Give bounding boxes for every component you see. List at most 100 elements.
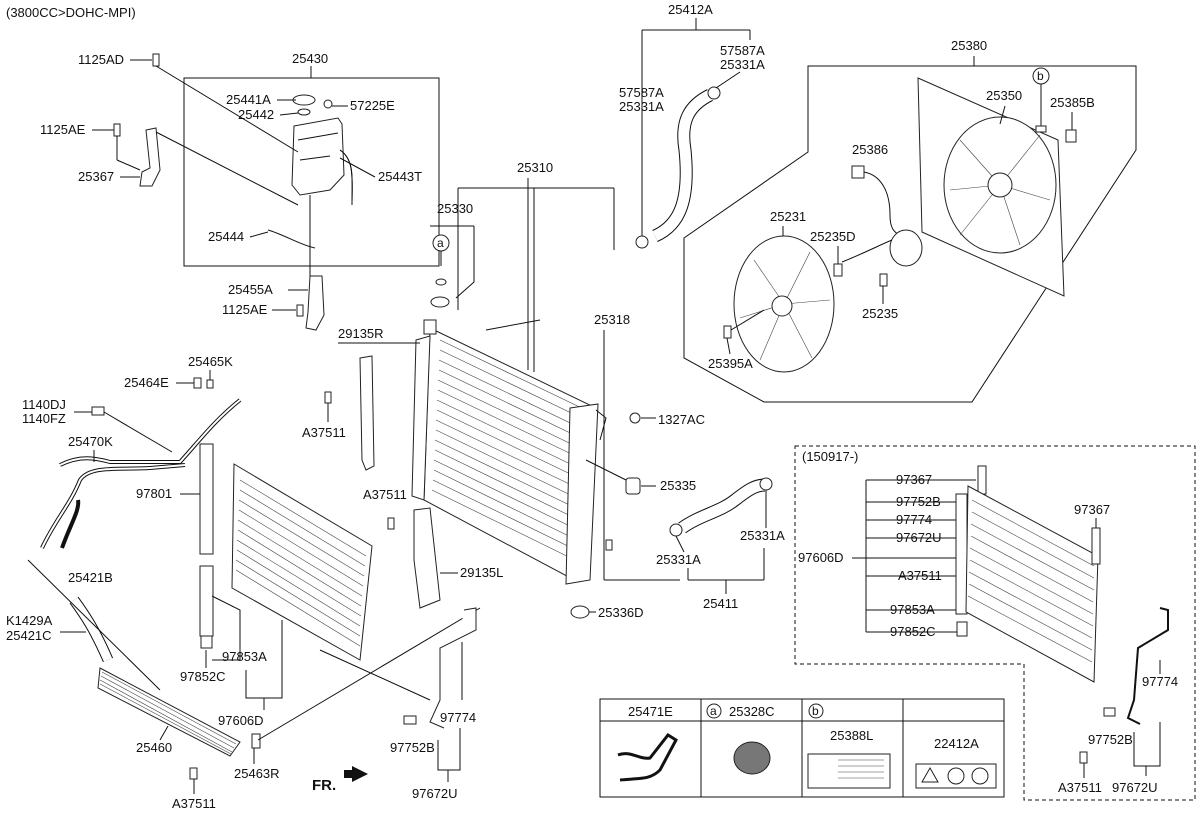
receiver-drier-97801	[199, 443, 214, 555]
label-25380: 25380	[951, 38, 987, 53]
label-97672U-right: 97672U	[1112, 780, 1158, 795]
label-25331A-lower-right: 25331A	[740, 528, 785, 543]
insulator-25336D	[570, 605, 590, 619]
label-97801: 97801	[136, 486, 172, 501]
hose-clamp-lower	[635, 235, 649, 249]
label-97752B: 97752B	[390, 740, 435, 755]
front-direction-arrow-icon	[344, 766, 368, 782]
bolt-1125AE-lower	[296, 304, 304, 317]
clip-25465K	[206, 379, 214, 389]
label-150917: (150917-)	[802, 449, 858, 464]
seal-25330	[430, 296, 450, 308]
bolt-25235	[879, 273, 888, 287]
bolt-A37511-upper	[324, 391, 332, 404]
bolt-1125AD	[152, 53, 160, 67]
label-97852C: 97852C	[180, 669, 226, 684]
label-57587A-left: 57587A	[619, 85, 664, 100]
label-25331A-lower-left: 25331A	[656, 552, 701, 567]
reservoir-tank	[291, 117, 345, 196]
legend-25388L: 25388L	[830, 728, 873, 743]
legend-table: 25471E a 25328C b 25388L 22412A	[599, 698, 1005, 798]
label-57225E: 57225E	[350, 98, 395, 113]
plug-97852C-new	[956, 621, 968, 637]
bolt-1125AE-top	[113, 123, 121, 137]
label-25330: 25330	[437, 201, 473, 216]
label-A37511-right: A37511	[1058, 780, 1102, 795]
bracket-25367	[139, 127, 161, 187]
bolt-A37511-lower	[387, 517, 395, 530]
label-25421B: 25421B	[68, 570, 113, 585]
label-25430: 25430	[292, 51, 328, 66]
revision-150917-box	[794, 445, 1196, 801]
clip-25464E	[193, 377, 202, 389]
bolt-1140DJ	[91, 406, 105, 416]
hose-clamp-upper	[707, 86, 721, 100]
label-25350: 25350	[986, 88, 1022, 103]
label-57587A-right: 57587A	[720, 43, 765, 58]
label-25231: 25231	[770, 209, 806, 224]
fan-assembly-group-box	[683, 65, 1137, 403]
engine-spec-title: (3800CC>DOHC-MPI)	[6, 5, 136, 20]
label-25411: 25411	[703, 596, 738, 611]
label-97367-right: 97367	[1074, 502, 1110, 517]
label-97853A-new: 97853A	[890, 602, 935, 617]
callout-a-letter: a	[437, 236, 444, 250]
bracket-25455A	[305, 275, 325, 331]
label-25421C: 25421C	[6, 628, 52, 643]
legend-25471E: 25471E	[628, 704, 673, 719]
label-25336D: 25336D	[598, 605, 644, 620]
insulator-25335	[625, 477, 641, 495]
bracket-97367-new	[977, 465, 987, 495]
label-97853A: 97853A	[222, 649, 267, 664]
label-1125AE-lower: 1125AE	[222, 302, 268, 317]
legend-a-mark: a	[710, 704, 717, 718]
label-25235D: 25235D	[810, 229, 856, 244]
wiring-connector-25386	[851, 165, 865, 179]
label-25395A: 25395A	[708, 356, 753, 371]
label-A37511-lower: A37511	[363, 487, 407, 502]
ac-line-97774-new	[1126, 607, 1169, 725]
reservoir-cap	[292, 94, 316, 106]
cap-ring-25330	[435, 278, 447, 286]
nut-25395A	[723, 325, 732, 339]
connector-25385B	[1065, 129, 1077, 143]
label-29135R: 29135R	[338, 326, 384, 341]
fan-motor	[889, 229, 923, 267]
label-K1429A: K1429A	[6, 613, 53, 628]
air-guard-29135L	[413, 507, 441, 609]
label-97752B-new: 97752B	[896, 494, 941, 509]
label-25470K: 25470K	[68, 434, 113, 449]
label-plate-mark	[1035, 125, 1047, 133]
small-clip	[323, 99, 333, 109]
label-97774-right: 97774	[1142, 674, 1178, 689]
label-25444: 25444	[208, 229, 244, 244]
label-25335: 25335	[660, 478, 696, 493]
lower-hose-clamp-left	[669, 523, 683, 537]
mount-1327AC	[629, 412, 641, 424]
legend-b-mark: b	[812, 704, 819, 718]
clip-25235D	[833, 263, 843, 277]
label-25455A: 25455A	[228, 282, 273, 297]
label-25331A-right: 25331A	[720, 57, 765, 72]
hose-25471E-icon	[617, 733, 678, 782]
label-A37511-bottom: A37511	[172, 796, 216, 811]
label-97606D-new: 97606D	[798, 550, 844, 565]
front-direction-label: FR.	[312, 777, 336, 794]
label-97752B-right: 97752B	[1088, 732, 1133, 747]
label-25442: 25442	[238, 107, 274, 122]
label-97774-new: 97774	[896, 512, 932, 527]
callout-b-letter: b	[1037, 69, 1044, 83]
lower-hose-clamp-right	[759, 477, 773, 491]
legend-25328C: 25328C	[729, 704, 775, 719]
clip-97752B	[403, 715, 417, 725]
label-29135L: 29135L	[460, 565, 503, 580]
label-25318: 25318	[594, 312, 630, 327]
radiator-filler-neck	[423, 319, 437, 335]
label-97774: 97774	[440, 710, 476, 725]
receiver-drier-new	[955, 493, 968, 615]
air-guard-29135R	[359, 355, 375, 471]
label-25412A: 25412A	[668, 2, 713, 17]
plug-97852C	[200, 635, 213, 649]
ac-line-97774	[429, 607, 477, 729]
